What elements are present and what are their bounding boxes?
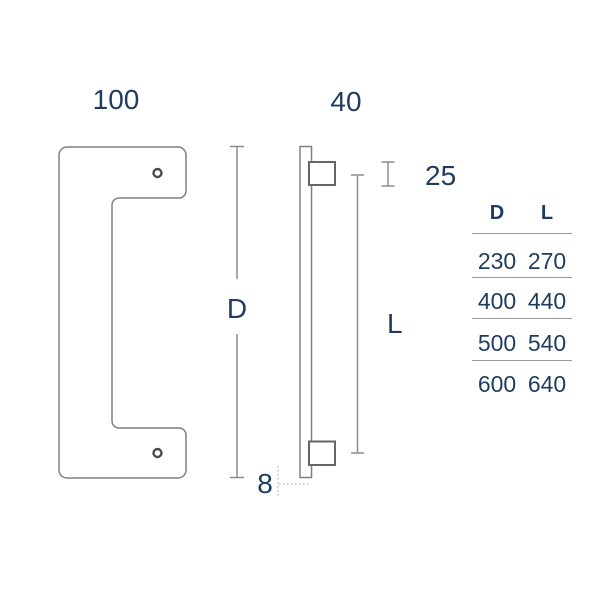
table-row: 230 270 <box>472 248 572 275</box>
cell-D: 230 <box>477 248 517 274</box>
size-table-header: D L <box>472 202 572 225</box>
cell-L: 540 <box>527 330 567 356</box>
dimension-L-label: L <box>387 308 403 339</box>
table-row: 600 640 <box>472 371 572 398</box>
table-rule <box>472 360 572 361</box>
front-view-outline <box>58 146 187 479</box>
cell-L: 270 <box>527 248 567 274</box>
table-rule <box>472 318 572 319</box>
block-height-label: 25 <box>425 160 457 191</box>
screw-hole-top <box>152 167 163 179</box>
side-view-standoff-top <box>308 161 336 186</box>
plate-thickness-label: 8 <box>257 468 273 499</box>
side-depth-label: 40 <box>330 86 362 117</box>
cell-D: 500 <box>477 330 517 356</box>
dimension-L-line <box>351 174 364 454</box>
header-L: L <box>540 202 554 224</box>
cell-D: 400 <box>477 288 517 314</box>
header-D: D <box>489 202 505 224</box>
side-view-standoff-bottom <box>308 440 336 466</box>
cell-L: 440 <box>527 288 567 314</box>
table-row: 400 440 <box>472 288 572 315</box>
table-rule <box>472 277 572 278</box>
table-row: 500 540 <box>472 330 572 357</box>
dimension-8-leader <box>277 466 310 497</box>
front-width-label: 100 <box>92 84 140 115</box>
cell-L: 640 <box>527 371 567 397</box>
dimension-25-line <box>381 161 395 187</box>
table-rule <box>472 233 572 234</box>
cell-D: 600 <box>477 371 517 397</box>
screw-hole-bottom <box>152 447 163 459</box>
dimension-D-label: D <box>226 293 248 324</box>
dimension-D-line <box>230 145 244 479</box>
side-view-plate <box>299 145 313 479</box>
